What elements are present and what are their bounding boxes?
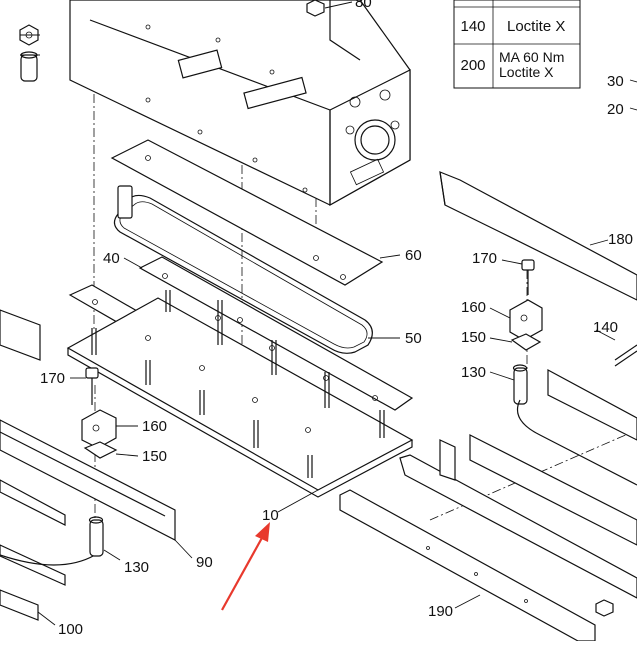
callout-label: 160 [461,299,486,316]
callout-label: 30 [607,73,624,90]
leader-lines [20,1,637,626]
highlight-arrow-shaft [221,535,264,611]
highlight-arrow-head [255,522,270,542]
callout-label: 150 [461,329,486,346]
left-clamp [81,409,118,459]
left-bolt [85,367,99,405]
nut-and-bushing [19,24,39,82]
callout-label: 10 [262,507,279,524]
callout-labels: 80 30 20 180 60 40 50 170 170 160 160 15… [40,0,633,638]
callout-label: 140 [593,319,618,336]
housing-frame [69,0,411,207]
callout-label: 20 [607,101,624,118]
right-rail-180 [439,171,637,301]
callout-label: 160 [142,418,167,435]
spec-row-ref: 140 [460,18,485,35]
spec-table: 140 Loctite X 200 MA 60 Nm Loctite X [453,0,581,89]
callout-label: 100 [58,621,83,638]
callout-label: 170 [40,370,65,387]
right-pin [512,364,528,405]
highlight-arrow [221,522,270,611]
callout-label: 130 [461,364,486,381]
callout-label: 90 [196,554,213,571]
callout-label: 190 [428,603,453,620]
callout-label: 180 [608,231,633,248]
callout-label: 50 [405,330,422,347]
callout-label: 60 [405,247,422,264]
callout-label: 150 [142,448,167,465]
gasket-plate [110,139,384,286]
base-plate [66,297,414,498]
top-nut [306,0,325,17]
spec-row-text: Loctite X [507,18,565,35]
bottom-right-bolt [595,599,614,617]
callout-label: 80 [355,0,372,11]
right-clamp [509,299,543,351]
right-bolt [521,259,535,295]
callout-label: 170 [472,250,497,267]
left-rails [0,419,176,621]
screw-140 [614,344,637,367]
seal-loop [113,185,373,354]
spec-row-text: MA 60 Nm [499,49,564,65]
spec-row-text: Loctite X [499,64,554,80]
studs [91,290,385,478]
right-lower-rails [399,368,637,599]
spec-row-ref: 200 [460,57,485,74]
left-bracket [0,309,41,361]
callout-label: 40 [103,250,120,267]
strip-40 [138,256,414,411]
rail-190 [339,489,596,642]
left-pin [88,516,104,557]
callout-label: 130 [124,559,149,576]
